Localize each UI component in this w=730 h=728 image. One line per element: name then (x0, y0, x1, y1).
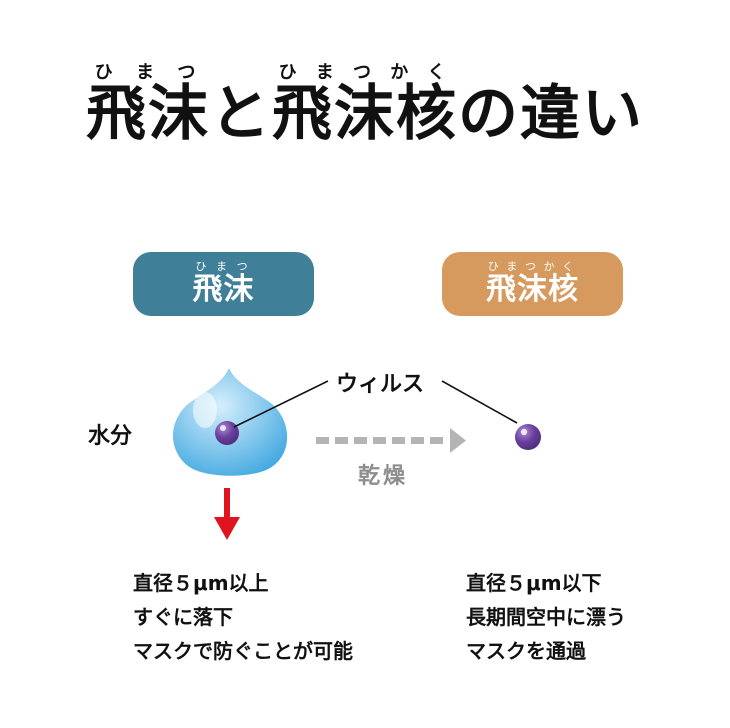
virus-nucleus (515, 424, 541, 450)
droplet-desc-line: マスクで防ぐことが可能 (133, 639, 353, 663)
droplet-desc-line: 直径５μm以上 (133, 571, 269, 595)
virus-label: ウィルス (336, 372, 425, 397)
nucleus-desc-line: マスクを通過 (466, 639, 586, 663)
virus-highlight (220, 425, 226, 431)
nucleus-desc-line: 長期間空中に漂う (466, 605, 626, 629)
pointer-line-left (233, 380, 329, 428)
dry-label: 乾燥 (358, 464, 409, 489)
virus-in-droplet (215, 421, 239, 445)
water-label: 水分 (88, 424, 133, 449)
nucleus-label-pill: 飛沫核ひまつかく (442, 252, 623, 316)
dotted-arrow (316, 428, 466, 453)
title-part-nucleus: 飛沫核ひまつかく (272, 62, 458, 149)
droplet-desc-line: すぐに落下 (133, 605, 233, 629)
nucleus-description: 直径５μm以下 長期間空中に漂う マスクを通過 (466, 566, 626, 668)
virus-nucleus-highlight (520, 428, 528, 436)
droplet-description: 直径５μm以上 すぐに落下 マスクで防ぐことが可能 (133, 566, 353, 668)
page-title: 飛沫ひまつと飛沫核ひまつかくの違い (0, 62, 730, 144)
title-part-difference: の違い (458, 79, 644, 149)
title-part-and: と (210, 79, 272, 149)
droplet-label-pill: 飛沫ひまつ (133, 252, 314, 316)
pointer-line-right (441, 380, 518, 424)
title-part-droplet: 飛沫ひまつ (86, 62, 210, 149)
nucleus-desc-line: 直径５μm以下 (466, 571, 602, 595)
down-arrow (214, 488, 240, 540)
droplet-highlight (193, 392, 217, 428)
